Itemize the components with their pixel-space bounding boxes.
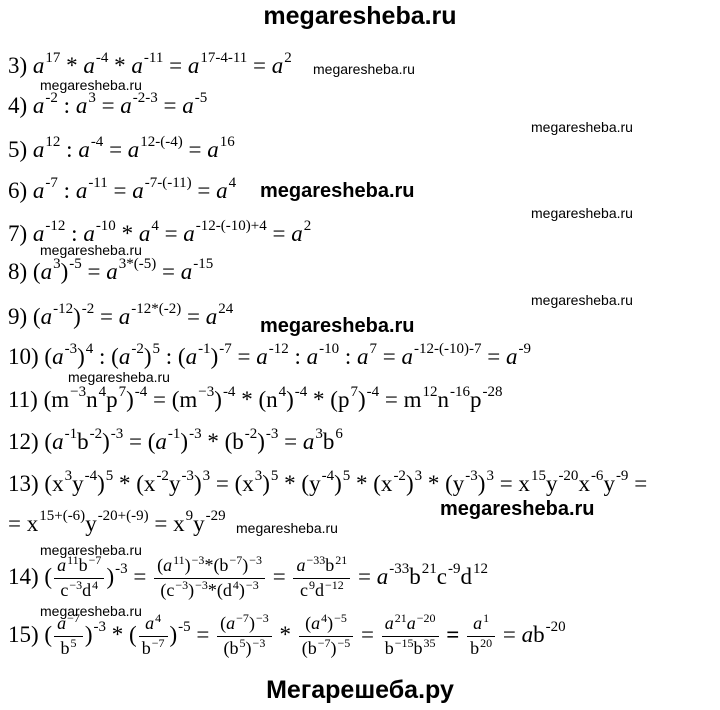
watermark: megaresheba.ru — [531, 292, 633, 308]
equation-number: 14) — [8, 563, 39, 589]
equation-number: 9) — [8, 304, 28, 329]
equation-10: 10) (a-3)4 : (a-2)5 : (a-1)-7 = a-12 : a… — [8, 341, 531, 369]
watermark: megaresheba.ru — [531, 205, 633, 221]
watermark-bold: megaresheba.ru — [440, 498, 595, 520]
watermark: megaresheba.ru — [40, 603, 142, 619]
equation-6: 6) a-7 : a-11 = a-7-(-11) = a4 — [8, 175, 237, 203]
site-header: megaresheba.ru — [263, 2, 457, 30]
equation-13-continued: = x15+(-6)y-20+(-9) = x9y-29 — [8, 508, 226, 536]
equation-number: 4) — [8, 93, 28, 118]
equation-11: 11) (m−3n4p7)-4 = (m−3)-4 * (n4)-4 * (p7… — [8, 384, 503, 412]
watermark-bold: megaresheba.ru — [260, 315, 415, 337]
watermark: megaresheba.ru — [531, 119, 633, 135]
equation-13: 13) (x3y-4)5 * (x-2y-3)3 = (x3)5 * (y-4)… — [8, 468, 648, 496]
equation-number: 13) — [8, 471, 39, 496]
equation-7: 7) a-12 : a-10 * a4 = a-12-(-10)+4 = a2 — [8, 218, 312, 246]
equation-5: 5) a12 : a-4 = a12-(-4) = a16 — [8, 134, 235, 162]
equation-number: 7) — [8, 221, 28, 246]
equation-number: 5) — [8, 137, 28, 162]
equation-9: 9) (a-12)-2 = a-12*(-2) = a24 — [8, 301, 234, 329]
equation-number: 3) — [8, 53, 28, 78]
watermark: megaresheba.ru — [236, 520, 338, 536]
equation-3: 3) a17 * a-4 * a-11 = a17-4-11 = a2 — [8, 50, 292, 78]
equation-number: 11) — [8, 387, 38, 412]
watermark-bold: megaresheba.ru — [260, 180, 415, 202]
equation-number: 6) — [8, 178, 28, 203]
watermark: megaresheba.ru — [40, 77, 142, 93]
equation-number: 10) — [8, 344, 39, 369]
watermark: megaresheba.ru — [40, 242, 142, 258]
equation-number: 15) — [8, 621, 39, 647]
watermark: megaresheba.ru — [313, 61, 415, 77]
equation-12: 12) (a-1b-2)-3 = (a-1)-3 * (b-2)-3 = a3b… — [8, 426, 343, 454]
site-footer: Мегарешеба.ру — [266, 676, 454, 704]
equation-number: 12) — [8, 429, 39, 454]
watermark: megaresheba.ru — [68, 369, 170, 385]
equation-4: 4) a-2 : a3 = a-2-3 = a-5 — [8, 90, 208, 118]
equation-8: 8) (a3)-5 = a3*(-5) = a-15 — [8, 256, 214, 284]
equation-number: 8) — [8, 259, 28, 284]
watermark: megaresheba.ru — [40, 542, 142, 558]
